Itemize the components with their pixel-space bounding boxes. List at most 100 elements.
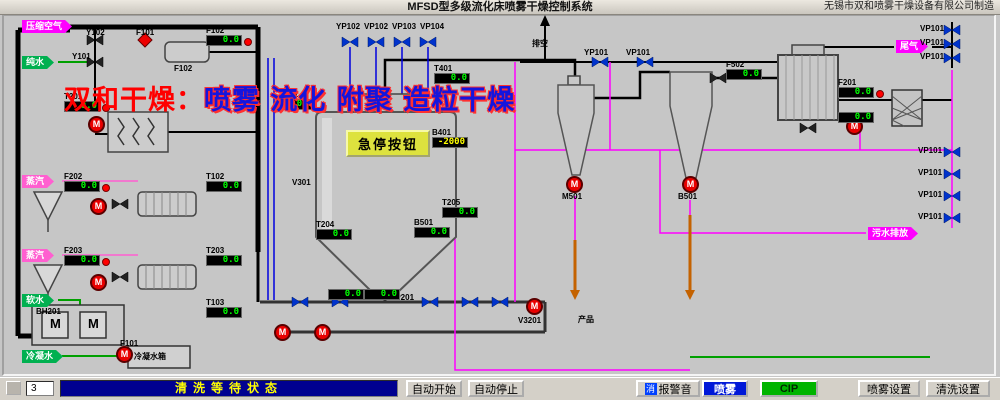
spray-settings-button[interactable]: 喷雾设置: [858, 380, 920, 397]
company-name: 无锡市双和喷雾干燥设备有限公司制造: [824, 1, 994, 12]
diagram-label: V3201: [518, 316, 542, 325]
diagram-label: B501: [678, 192, 698, 201]
motor-icon: M: [116, 346, 133, 363]
diagram-label: VP101: [918, 212, 943, 221]
diagram-label: VP101: [918, 168, 943, 177]
display-label: F502: [726, 60, 745, 69]
diagram-label: VP101: [918, 146, 943, 155]
flow-tag: 蒸汽: [22, 175, 54, 188]
value-display: 0.0: [364, 280, 408, 300]
value-display: 0.0: [838, 103, 882, 123]
display-value: 0.0: [280, 99, 316, 110]
mute-alarm-button[interactable]: 消 报警音: [636, 380, 700, 397]
display-label: T101: [280, 90, 299, 99]
status-message: 清洗等待状态: [60, 380, 398, 397]
status-icon: [6, 381, 21, 395]
control-bar: 3 清洗等待状态 自动开始 自动停止 消 报警音 喷雾 CIP 喷雾设置 清洗设…: [0, 377, 1000, 400]
alarm-indicator-icon: [102, 104, 110, 112]
display-label: T201: [64, 92, 83, 101]
display-label: F202: [64, 172, 83, 181]
diagram-label: VP104: [420, 22, 445, 31]
display-value: 0.0: [838, 112, 874, 123]
diagram-label: 排空: [532, 39, 548, 48]
diagram-label: M: [88, 316, 99, 331]
diagram-label: V301: [292, 178, 311, 187]
motor-icon: M: [274, 324, 291, 341]
diagram-label: F102: [174, 64, 193, 73]
display-value: 0.0: [64, 101, 100, 112]
diagram-label: 产品: [578, 315, 594, 324]
diagram-label: VP101: [920, 38, 945, 47]
diagram-label: VP101: [920, 52, 945, 61]
alarm-indicator-icon: [102, 184, 110, 192]
diagram-label: BH201: [36, 307, 61, 316]
display-value: 0.0: [206, 255, 242, 266]
diagram-label: M501: [562, 192, 583, 201]
page-counter: 3: [26, 381, 54, 396]
diagram-label: VP102: [364, 22, 389, 31]
motor-icon: M: [88, 116, 105, 133]
motor-icon: M: [682, 176, 699, 193]
watermark-rest: 喷雾 流化 附聚 造粒干燥: [204, 85, 516, 116]
display-value: 0.0: [206, 307, 242, 318]
display-value: 0.0: [726, 69, 762, 80]
display-value: -2000: [432, 137, 468, 148]
spray-mode-button[interactable]: 喷雾: [702, 380, 748, 397]
display-value: 0.0: [442, 207, 478, 218]
diagram-label: F101: [120, 339, 139, 348]
diagram-label: 冷凝水箱: [134, 352, 166, 361]
auto-stop-button[interactable]: 自动停止: [468, 380, 524, 397]
display-label: [364, 280, 408, 289]
display-label: T102: [206, 172, 225, 181]
diagram-label: F101: [136, 28, 155, 37]
display-value: 0.0: [206, 181, 242, 192]
display-value: 0.0: [64, 255, 100, 266]
clean-settings-button[interactable]: 清洗设置: [926, 380, 990, 397]
display-label: F201: [838, 78, 857, 87]
display-label: T204: [316, 220, 335, 229]
emergency-stop-button[interactable]: 急停按钮: [346, 130, 431, 157]
display-value: 0.0: [414, 227, 450, 238]
display-label: T401: [434, 64, 453, 73]
display-value: 0.0: [434, 73, 470, 84]
display-label: B401: [432, 128, 452, 137]
flow-tag: 压缩空气: [22, 20, 72, 33]
flow-tag: 污水排放: [868, 227, 918, 240]
flow-tag: 蒸汽: [22, 249, 54, 262]
motor-icon: M: [90, 198, 107, 215]
display-label: T103: [206, 298, 225, 307]
display-value: 0.0: [64, 181, 100, 192]
display-label: B501: [414, 218, 434, 227]
display-label: T203: [206, 246, 225, 255]
display-value: 0.0: [838, 87, 874, 98]
cip-mode-button[interactable]: CIP: [760, 380, 818, 397]
diagram-label: M: [50, 316, 61, 331]
value-display: B401-2000: [432, 128, 476, 148]
diagram-label: YP101: [584, 48, 609, 57]
alarm-indicator-icon: [244, 38, 252, 46]
motor-icon: M: [526, 298, 543, 315]
diagram-label: YP102: [336, 22, 361, 31]
display-label: T205: [442, 198, 461, 207]
display-value: 0.0: [316, 229, 352, 240]
diagram-label: Y101: [72, 52, 91, 61]
alarm-indicator-icon: [876, 90, 884, 98]
diagram-label: VP103: [392, 22, 417, 31]
diagram-label: VP101: [918, 190, 943, 199]
flow-tag: 尾气: [896, 40, 928, 53]
flow-tag: 纯水: [22, 56, 54, 69]
diagram-label: VP101: [626, 48, 651, 57]
auto-start-button[interactable]: 自动开始: [406, 380, 462, 397]
